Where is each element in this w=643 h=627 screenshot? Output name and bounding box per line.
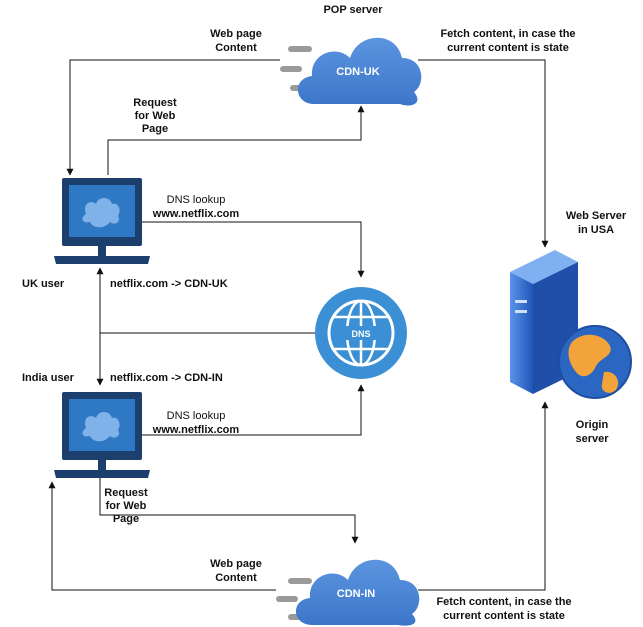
fetch-top-line1: Fetch content, in case the xyxy=(440,28,575,40)
web-page-content-top-line1: Web page xyxy=(210,28,262,40)
origin-server-icon xyxy=(510,250,632,399)
dns-globe-icon xyxy=(315,287,407,379)
in-mapping-label: netflix.com -> CDN-IN xyxy=(110,372,223,384)
fetch-top-line2: current content is state xyxy=(447,42,569,54)
pop-server-label: POP server xyxy=(323,4,383,16)
request-bottom-line1: Request xyxy=(104,487,148,499)
edge-inuser-dns-lookup xyxy=(142,384,365,436)
netflix-uk-label: www.netflix.com xyxy=(152,208,240,220)
uk-mapping-label: netflix.com -> CDN-UK xyxy=(110,278,228,290)
web-page-content-top-line2: Content xyxy=(215,42,257,54)
edge-inuser-request-cdnin xyxy=(99,478,359,544)
edge-cdnuk-fetch-origin xyxy=(418,59,549,248)
edge-ukuser-dns-lookup xyxy=(142,221,365,278)
request-bottom-line3: Page xyxy=(113,513,139,525)
origin-server-line2: server xyxy=(575,433,609,445)
origin-server-line1: Origin xyxy=(576,419,609,431)
edge-cdnin-to-inuser xyxy=(48,481,276,591)
request-top-line2: for Web xyxy=(135,110,176,122)
cdn-in-cloud-icon xyxy=(276,559,420,626)
request-bottom-line2: for Web xyxy=(106,500,147,512)
edge-cdnuk-to-ukuser xyxy=(66,59,280,176)
edge-cdnin-fetch-origin xyxy=(418,401,549,591)
web-page-content-bottom-line1: Web page xyxy=(210,558,262,570)
cdn-uk-cloud-icon xyxy=(280,37,422,106)
fetch-bottom-line1: Fetch content, in case the xyxy=(436,596,571,608)
web-page-content-bottom-line2: Content xyxy=(215,572,257,584)
dns-label: DNS xyxy=(351,329,370,339)
dns-lookup-in-label: DNS lookup xyxy=(167,410,226,422)
edge-ukuser-request-cdnuk xyxy=(107,105,365,175)
cdn-in-label: CDN-IN xyxy=(337,588,376,600)
request-top-line3: Page xyxy=(142,123,168,135)
netflix-in-label: www.netflix.com xyxy=(152,424,240,436)
request-top-line1: Request xyxy=(133,97,177,109)
web-server-line2: in USA xyxy=(578,224,614,236)
web-server-line1: Web Server xyxy=(566,210,627,222)
india-user-computer-icon xyxy=(54,392,150,478)
fetch-bottom-line2: current content is state xyxy=(443,610,565,622)
uk-user-computer-icon xyxy=(54,178,150,264)
cdn-uk-label: CDN-UK xyxy=(336,66,379,78)
india-user-label: India user xyxy=(22,372,75,384)
dns-lookup-uk-label: DNS lookup xyxy=(167,194,226,206)
uk-user-label: UK user xyxy=(22,278,65,290)
